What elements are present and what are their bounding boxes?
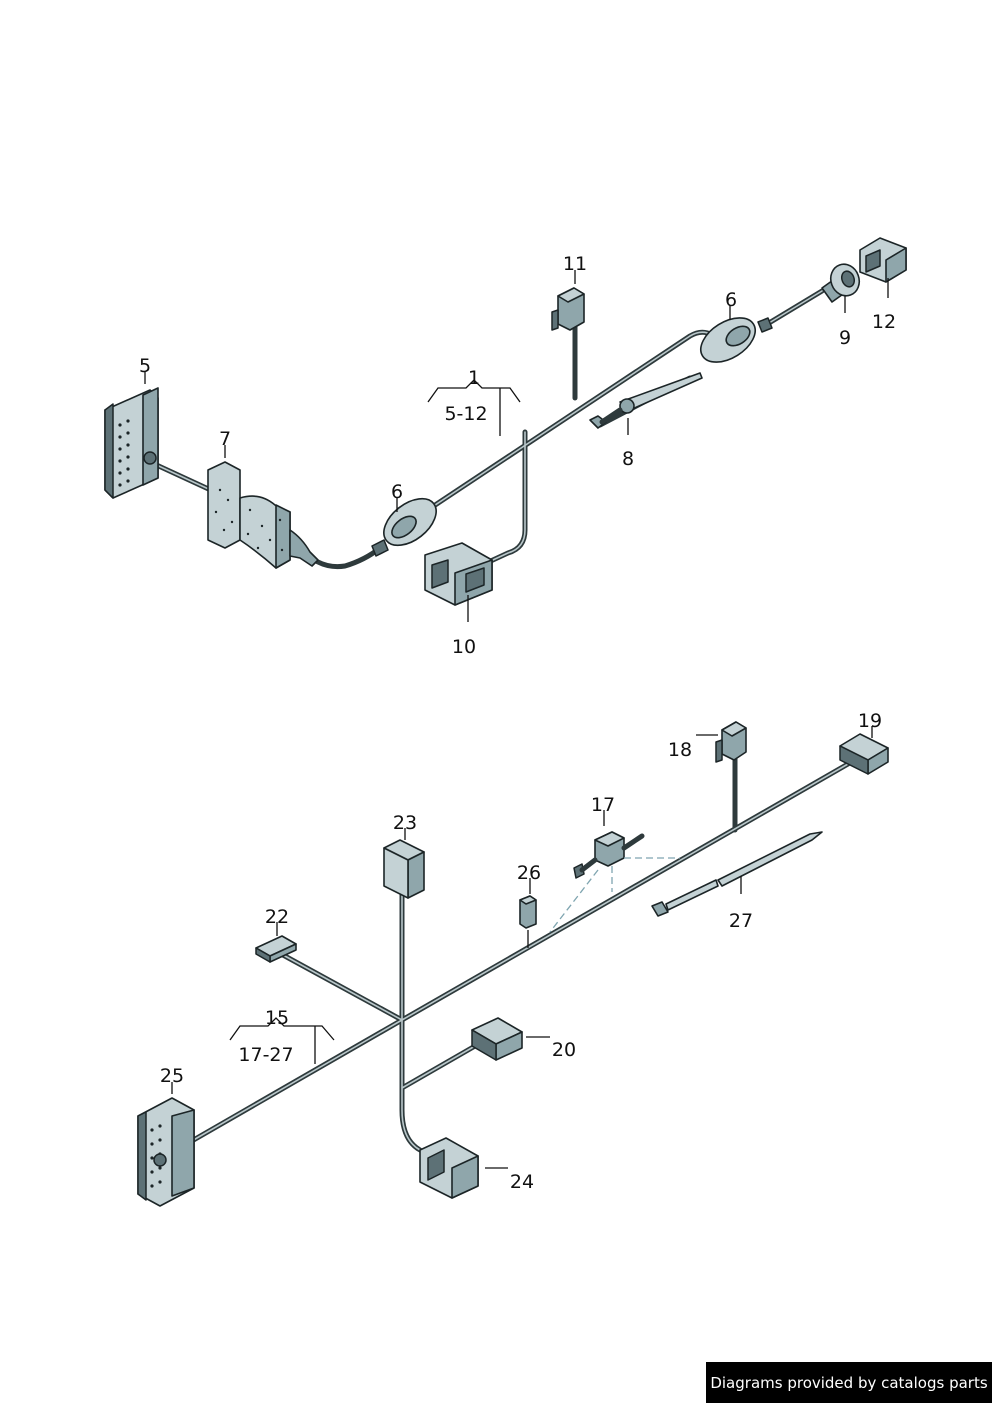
callout-6-right: 6 — [725, 289, 737, 311]
connector-22 — [255, 935, 297, 963]
callout-6-left: 6 — [391, 481, 403, 503]
cable-tie-27 — [651, 831, 823, 917]
callout-8: 8 — [622, 448, 634, 470]
callout-22: 22 — [265, 906, 289, 928]
footer-credit: Diagrams provided by catalogs parts — [706, 1362, 992, 1403]
callout-12: 12 — [872, 311, 896, 333]
top-callout-leaders — [144, 270, 889, 622]
bottom-harness-wires — [187, 752, 851, 1153]
callout-1: 1 — [468, 367, 480, 389]
callout-1-range: 5-12 — [444, 403, 487, 425]
connector-10 — [424, 542, 493, 606]
callout-20: 20 — [552, 1039, 576, 1061]
callout-25: 25 — [160, 1065, 184, 1087]
grommet-6-right — [700, 317, 773, 363]
callout-23: 23 — [393, 812, 417, 834]
connector-9 — [821, 263, 861, 303]
callout-19: 19 — [858, 710, 882, 732]
connector-25 — [137, 1097, 195, 1207]
bottom-callout-leaders — [171, 726, 873, 1169]
connector-11 — [551, 287, 585, 331]
connector-12 — [859, 237, 907, 283]
callout-11: 11 — [563, 253, 587, 275]
bracket-17 — [549, 831, 680, 933]
callout-26: 26 — [517, 862, 541, 884]
callout-15-range: 17-27 — [238, 1044, 293, 1066]
top-harness-assembly — [104, 237, 907, 606]
bottom-callout-labels: 19 18 17 23 26 22 27 15 17-27 20 25 24 — [160, 710, 882, 1193]
callout-24: 24 — [510, 1171, 534, 1193]
callout-10: 10 — [452, 636, 476, 658]
callout-18: 18 — [668, 739, 692, 761]
connector-5-pins — [118, 419, 130, 487]
connector-26 — [519, 895, 537, 929]
callout-5: 5 — [139, 355, 151, 377]
callout-17: 17 — [591, 794, 615, 816]
connector-23 — [383, 839, 425, 899]
bottom-harness-assembly — [137, 721, 889, 1207]
grommet-7 — [207, 461, 319, 569]
connector-18 — [715, 721, 747, 763]
grommet-6-left — [371, 497, 437, 557]
callout-9: 9 — [839, 327, 851, 349]
connector-5 — [104, 387, 159, 499]
callout-7: 7 — [219, 428, 231, 450]
connector-20 — [471, 1017, 523, 1061]
connector-25-pins — [150, 1124, 162, 1188]
callout-27: 27 — [729, 910, 753, 932]
connector-19 — [839, 733, 889, 775]
callout-15: 15 — [265, 1007, 289, 1029]
connector-24 — [419, 1137, 479, 1199]
top-callout-labels: 5 7 6 1 5-12 11 6 8 9 12 10 — [139, 253, 896, 658]
cable-tie-8 — [589, 372, 703, 429]
